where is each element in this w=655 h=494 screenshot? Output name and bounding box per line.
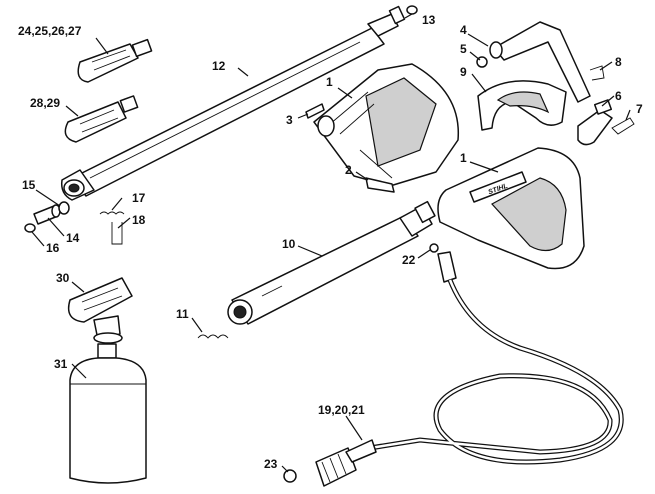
hose-part-19-21 <box>315 251 624 487</box>
trigger-part-9 <box>477 80 567 131</box>
clip-part-7 <box>611 117 635 135</box>
handle-shell-part-1-front: STIHL <box>437 147 585 270</box>
o-ring-part-22 <box>429 243 439 253</box>
callout-3: 3 <box>286 113 293 127</box>
callout-6: 6 <box>615 89 622 103</box>
spring-part-17 <box>99 211 125 215</box>
nozzle-part-28-29 <box>64 95 139 143</box>
callout-12: 12 <box>212 59 226 73</box>
callout-10: 10 <box>282 237 296 251</box>
callout-8: 8 <box>615 55 622 69</box>
callout-17: 17 <box>132 191 146 205</box>
detergent-bottle-part-31 <box>69 343 147 484</box>
adapter-part-14 <box>33 204 61 225</box>
spring-part-11 <box>197 334 229 339</box>
callout-1-front: 1 <box>460 151 467 165</box>
callout-31: 31 <box>54 357 68 371</box>
callout-9: 9 <box>460 65 467 79</box>
leader-lines <box>31 13 631 473</box>
callout-14: 14 <box>66 231 80 245</box>
connector-part-6 <box>577 99 613 146</box>
callout-13: 13 <box>422 13 436 27</box>
callout-16: 16 <box>46 241 60 255</box>
callout-1-rear: 1 <box>326 75 333 89</box>
callout-30: 30 <box>56 271 70 285</box>
callout-4: 4 <box>460 23 467 37</box>
callout-19-21: 19,20,21 <box>318 403 365 417</box>
callout-labels: 24,25,26,27 28,29 15 14 16 17 18 30 31 1… <box>18 13 643 471</box>
clip-part-18 <box>111 222 123 245</box>
nozzle-part-24-27 <box>77 38 153 83</box>
callout-11: 11 <box>176 307 189 321</box>
lance-tube-part-12 <box>60 5 406 201</box>
callout-15: 15 <box>22 178 36 192</box>
screw-part-3 <box>305 103 325 119</box>
callout-2: 2 <box>345 163 352 177</box>
callout-22: 22 <box>402 253 416 267</box>
callout-28-29: 28,29 <box>30 96 60 110</box>
o-ring-part-23 <box>283 469 297 483</box>
spray-tube-part-10 <box>227 200 436 325</box>
o-ring-part-13 <box>406 5 418 15</box>
valve-part-4 <box>489 21 591 103</box>
lock-part-2 <box>365 177 395 193</box>
o-ring-part-15 <box>58 201 70 215</box>
o-ring-part-16 <box>24 223 36 233</box>
handle-shell-part-1-rear <box>313 63 460 187</box>
callout-23: 23 <box>264 457 278 471</box>
clip-part-8 <box>589 65 605 81</box>
callout-5: 5 <box>460 42 467 56</box>
callout-7: 7 <box>636 102 643 116</box>
callout-18: 18 <box>132 213 146 227</box>
foam-nozzle-part-30 <box>67 277 133 344</box>
callout-24-27: 24,25,26,27 <box>18 24 82 38</box>
